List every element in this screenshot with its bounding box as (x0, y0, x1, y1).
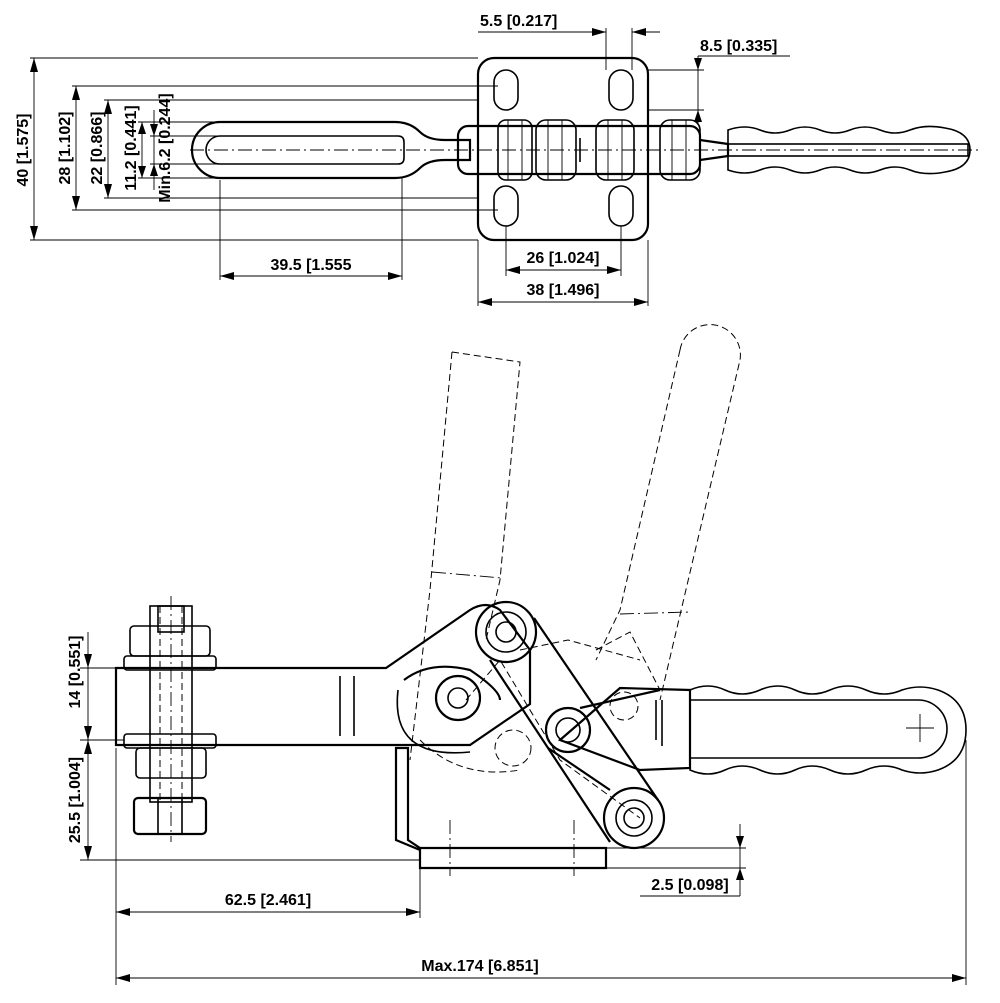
dim-overall-width: 40 [1.575] (15, 114, 32, 187)
spindle-assembly (123, 596, 217, 842)
side-dimension-lines (80, 632, 967, 985)
dim-arm-height: 14 [0.551] (67, 636, 84, 709)
side-view: 14 [0.551] 25.5 [1.004] 62.5 [2.461] 2.5… (67, 324, 967, 985)
handle-grip-side (689, 685, 967, 775)
clamp-body (394, 746, 608, 870)
top-view: 5.5 [0.217] 8.5 [0.335] 40 [1.575] 28 [1… (15, 13, 978, 306)
open-position-phantom (409, 324, 741, 819)
dim-base-length: 38 [1.496] (527, 282, 600, 299)
dim-hole-spacing-h: 26 [1.024] (527, 250, 600, 267)
mounting-slots (493, 69, 634, 227)
dim-arm-width: 11.2 [0.441] (123, 105, 140, 190)
clamp-arm-top (190, 120, 472, 180)
base-plate (476, 56, 650, 242)
top-dimension-lines (30, 28, 790, 306)
dim-arm-length: 39.5 [1.555 (271, 257, 352, 274)
dim-grip-offset: 8.5 [0.335] (700, 38, 777, 55)
dim-base-width: 22 [0.866] (89, 112, 106, 185)
dim-max-length: Max.174 [6.851] (421, 958, 538, 975)
arm-slot (205, 135, 405, 165)
dim-base-offset: 2.5 [0.098] (651, 877, 728, 894)
dim-hole-offset: 5.5 [0.217] (480, 13, 557, 30)
dim-hole-spacing-v: 28 [1.102] (57, 112, 74, 185)
dim-slot-min: Min.6.2 [0.244] (157, 93, 174, 202)
dim-reach: 62.5 [2.461] (225, 892, 311, 909)
dim-base-height: 25.5 [1.004] (67, 757, 84, 843)
